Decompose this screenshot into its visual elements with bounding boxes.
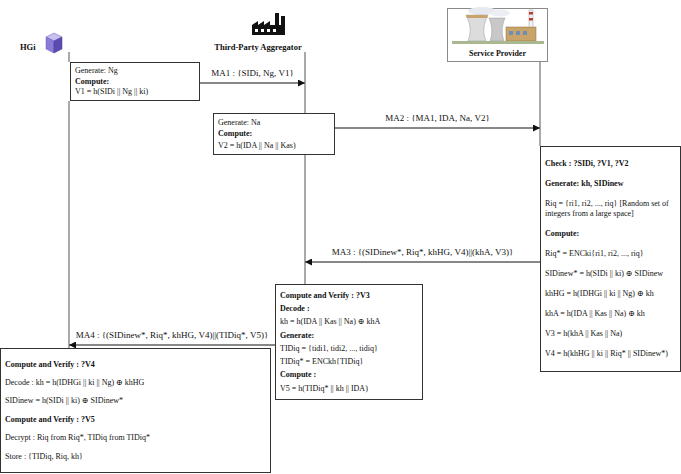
node-text: V2 = h(IDA || Na || Kas) <box>218 141 330 151</box>
plant-window <box>509 31 513 35</box>
node-text: Compute and Verify : ?V3 <box>280 291 418 301</box>
node-text: SIDinew* = h(SIDi || ki) ⊕ SIDinew <box>545 269 676 279</box>
smokestack <box>529 10 533 27</box>
node-text: Generate: Ng <box>75 66 195 76</box>
node-text: V3 = h(khA || Kas || Na) <box>545 329 676 339</box>
node-text: kh = h(IDA || Kas || Na) ⊕ khA <box>280 317 418 327</box>
node-text: Third-Party Aggregator <box>210 42 306 52</box>
node-text: Generate: Na <box>218 118 330 128</box>
process-box: Generate: NgCompute:V1 = h(SIDi || Ng ||… <box>70 62 200 101</box>
tower-band <box>467 15 488 18</box>
node-text: Service Provider <box>469 49 526 58</box>
actor-label: Third-Party Aggregator <box>210 36 306 52</box>
plant-window <box>516 31 520 35</box>
lifeline <box>305 155 306 284</box>
cooling-tower <box>466 15 488 41</box>
node-text: TIDiq = {tidi1, tidi2, ..., tidiq} <box>280 344 418 354</box>
cube-top <box>46 33 62 41</box>
process-box: Check : ?SIDi, ?V1, ?V2Generate: kh, SID… <box>540 146 681 372</box>
lifeline <box>69 52 70 62</box>
actor-label: HGi <box>20 36 70 52</box>
node-text: V5 = h(TIDiq* || kh || IDA) <box>280 384 418 394</box>
node-text: TIDiq* = ENCkh{TIDiq} <box>280 357 418 367</box>
factory-icon <box>252 13 285 35</box>
node-text: Check : ?SIDi, ?V1, ?V2 <box>545 159 676 169</box>
node-text: Compute and Verify : ?V5 <box>5 415 266 425</box>
node-text: Decode : kh = h(IDHGi || ki || Ng) ⊕ khH… <box>5 378 266 388</box>
node-text: Generate: <box>280 331 418 341</box>
node-text: Decode : <box>280 304 418 314</box>
lifeline <box>305 52 306 113</box>
cooling-tower <box>489 18 505 41</box>
service-provider-box: Service Provider <box>447 8 548 62</box>
node-text: SIDinew = h(SIDi || ki) ⊕ SIDinew* <box>5 396 266 406</box>
process-box: Generate: NaCompute: V2 = h(IDA || Na || … <box>213 113 335 155</box>
plant-building <box>506 27 536 41</box>
node-text: khA = h(IDA || Kas || Na) ⊕ kh <box>545 309 676 319</box>
message-arrow <box>69 345 275 346</box>
factory-window <box>261 29 264 32</box>
cube-left <box>46 37 54 53</box>
node-text: Compute and Verify : ?V4 <box>5 360 266 370</box>
smokestack-stripe <box>529 12 533 15</box>
node-text: Compute: <box>545 229 676 239</box>
node-text: Compute : <box>280 370 418 380</box>
node-text: Compute: <box>75 77 195 87</box>
process-box: Compute and Verify : ?V4Decode : kh = h(… <box>0 348 271 473</box>
message-arrow <box>305 262 540 263</box>
node-text: khHG = h(IDHGi || ki || Ng) ⊕ kh <box>545 289 676 299</box>
message-label: MA2 : {MA1, IDA, Na, V2} <box>385 113 489 123</box>
message-arrow <box>200 83 305 84</box>
lifeline <box>69 101 70 348</box>
plant-window <box>523 31 527 35</box>
lifeline <box>540 62 541 146</box>
message-arrow <box>335 128 540 129</box>
node-text: Generate: kh, SIDinew <box>545 179 676 189</box>
factory-window <box>267 29 270 32</box>
message-label: MA3 : {(SIDinew*, Riq*, khHG, V4)||(khA,… <box>332 247 513 257</box>
node-text: Store : {TIDiq, Riq, kh} <box>5 452 266 462</box>
process-box: Compute and Verify : ?V3Decode : kh = h(I… <box>275 284 423 400</box>
smokestack-stripe <box>529 18 533 21</box>
message-label: MA4 : {(SIDinew*, Riq*, khHG, V4)||(TIDi… <box>76 330 268 340</box>
cube-right <box>54 37 62 53</box>
message-label: MA1 : {SIDi, Ng, V1} <box>211 68 293 78</box>
steam-cloud <box>490 10 510 17</box>
node-text: HGi <box>20 42 70 52</box>
factory-window <box>273 29 276 32</box>
node-text: V4 = h(khHG || ki || Riq* || SIDinew*) <box>545 349 676 359</box>
factory-window <box>255 29 258 32</box>
node-text: Compute: <box>218 129 330 139</box>
node-text: Decrypt : Riq from Riq*, TIDiq from TIDi… <box>5 433 266 443</box>
node-text: V1 = h(SIDi || Ng || ki) <box>75 87 195 97</box>
node-text: Riq* = ENCki{ri1, ri2, ..., riq} <box>545 249 676 259</box>
ground <box>452 41 544 44</box>
node-text: Riq = {ri1, ri2, ..., riq} [Random set o… <box>545 199 676 218</box>
